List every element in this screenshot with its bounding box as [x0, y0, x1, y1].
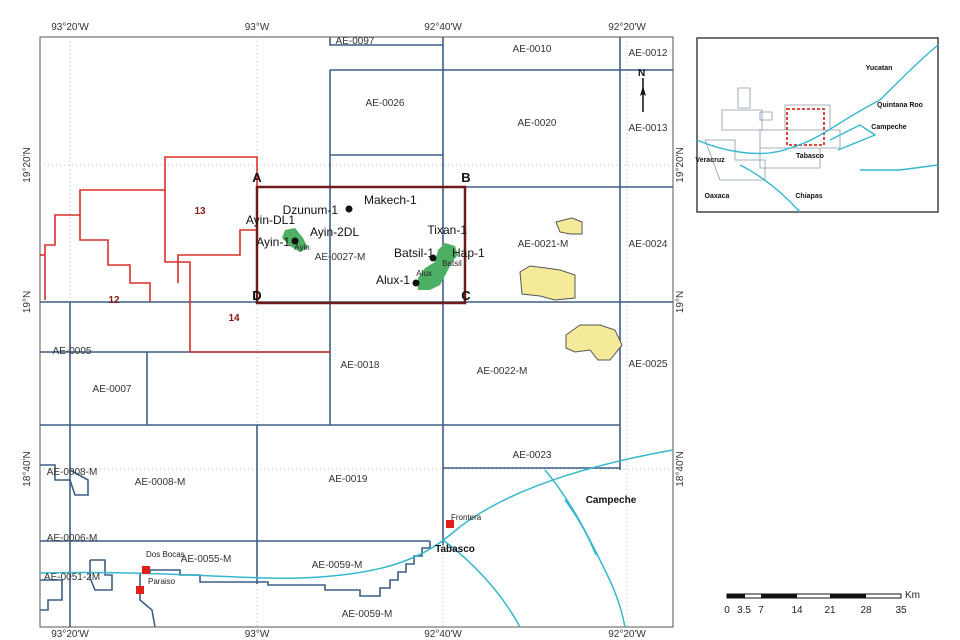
well-label: Makech-1: [364, 193, 417, 207]
well-label: Hap-1: [452, 246, 485, 260]
inset-map: [696, 37, 939, 213]
block-label: AE-0024: [629, 239, 668, 250]
offshore-areas: [40, 156, 330, 353]
well-label: Dzunum-1: [283, 203, 339, 217]
block-label: AE-0018: [341, 360, 380, 371]
longitude-label-top: 93°20'W: [51, 22, 89, 33]
latitude-label-left: 19°20'N: [22, 147, 33, 182]
latitude-label-right: 18°40'N: [675, 451, 686, 486]
scale-unit-label: Km: [905, 590, 920, 601]
inset-region-label: Quintana Roo: [877, 102, 923, 109]
longitude-label-bottom: 92°20'W: [608, 629, 646, 640]
well-label: Ayin-2DL: [310, 225, 359, 239]
field-label: Batsil: [442, 259, 462, 268]
town-label: Paraiso: [148, 577, 176, 586]
town-label: Dos Bocas: [146, 550, 185, 559]
block-label: AE-0012: [629, 48, 668, 59]
inset-region-label: Chiapas: [795, 193, 822, 200]
block-label: AE-0097: [336, 36, 375, 47]
block-label: AE-0020: [518, 118, 557, 129]
scale-bar: [726, 593, 902, 599]
town-label: Frontera: [451, 513, 482, 522]
block-label: AE-0008-M: [47, 467, 98, 478]
block-label: AE-0007: [93, 384, 132, 395]
well-label: Alux-1: [376, 273, 410, 287]
study-area-rectangle: [255, 185, 467, 305]
scale-tick-label: 28: [860, 605, 872, 616]
offshore-area-label: 14: [228, 313, 240, 324]
north-label: N: [638, 68, 645, 79]
block-label: AE-0019: [329, 474, 368, 485]
block-label: AE-0026: [366, 98, 405, 109]
block-label: AE-0005: [53, 346, 92, 357]
block-label: AE-0010: [513, 44, 552, 55]
scale-tick-label: 0: [724, 605, 730, 616]
corner-label-b: B: [461, 170, 470, 185]
longitude-label-bottom: 92°40'W: [424, 629, 462, 640]
block-label: AE-0023: [513, 450, 552, 461]
offshore-area-label: 13: [194, 206, 206, 217]
latitude-label-left: 18°40'N: [22, 451, 33, 486]
block-label: AE-0027-M: [315, 252, 366, 263]
town-markers: [136, 520, 454, 594]
corner-label-d: D: [252, 288, 261, 303]
block-label: AE-0006-M: [47, 533, 98, 544]
latitude-label-right: 19°N: [675, 291, 686, 313]
well-label: Ayin-1: [256, 235, 290, 249]
block-label: AE-0008-M: [135, 477, 186, 488]
block-label: AE-0059-M: [342, 609, 393, 620]
block-label: AE-0013: [629, 123, 668, 134]
scale-tick-label: 7: [758, 605, 764, 616]
map-frame: [39, 36, 674, 628]
block-label: AE-0021-M: [518, 239, 569, 250]
state-label: Tabasco: [435, 544, 475, 555]
scale-tick-label: 14: [791, 605, 803, 616]
scale-tick-label: 35: [895, 605, 907, 616]
inset-region-label: Oaxaca: [705, 193, 730, 200]
corner-label-c: C: [461, 288, 471, 303]
well-label: Tixan-1: [427, 223, 467, 237]
block-label: AE-0059-M: [312, 560, 363, 571]
well-label: Ayin-DL1: [246, 213, 295, 227]
latitude-label-left: 19°N: [22, 291, 33, 313]
inset-region-label: Tabasco: [796, 153, 824, 160]
block-label: AE-0022-M: [477, 366, 528, 377]
well-label: Batsil-1: [394, 246, 434, 260]
latitude-label-right: 19°20'N: [675, 147, 686, 182]
longitude-label-top: 92°20'W: [608, 22, 646, 33]
block-label: AE-0055-M: [181, 554, 232, 565]
coastline: [39, 449, 674, 628]
discovery-polygons: [519, 217, 623, 361]
north-arrow-icon: [640, 78, 646, 112]
longitude-label-bottom: 93°20'W: [51, 629, 89, 640]
block-label: AE-0025: [629, 359, 668, 370]
block-label: AE-0051-2M: [44, 572, 100, 583]
field-label: Alux: [416, 269, 432, 278]
inset-region-label: Campeche: [871, 124, 907, 131]
field-label: Ayin: [294, 243, 309, 252]
well-markers: [291, 205, 437, 287]
longitude-label-bottom: 93°W: [245, 629, 270, 640]
inset-region-label: Veracruz: [695, 157, 725, 164]
corner-label-a: A: [252, 170, 262, 185]
scale-tick-label: 3.5: [737, 605, 751, 616]
offshore-area-label: 12: [108, 295, 120, 306]
scale-tick-label: 21: [824, 605, 836, 616]
longitude-label-top: 93°W: [245, 22, 270, 33]
longitude-label-top: 92°40'W: [424, 22, 462, 33]
inset-region-label: Yucatan: [866, 65, 893, 72]
state-label: Campeche: [586, 495, 637, 506]
